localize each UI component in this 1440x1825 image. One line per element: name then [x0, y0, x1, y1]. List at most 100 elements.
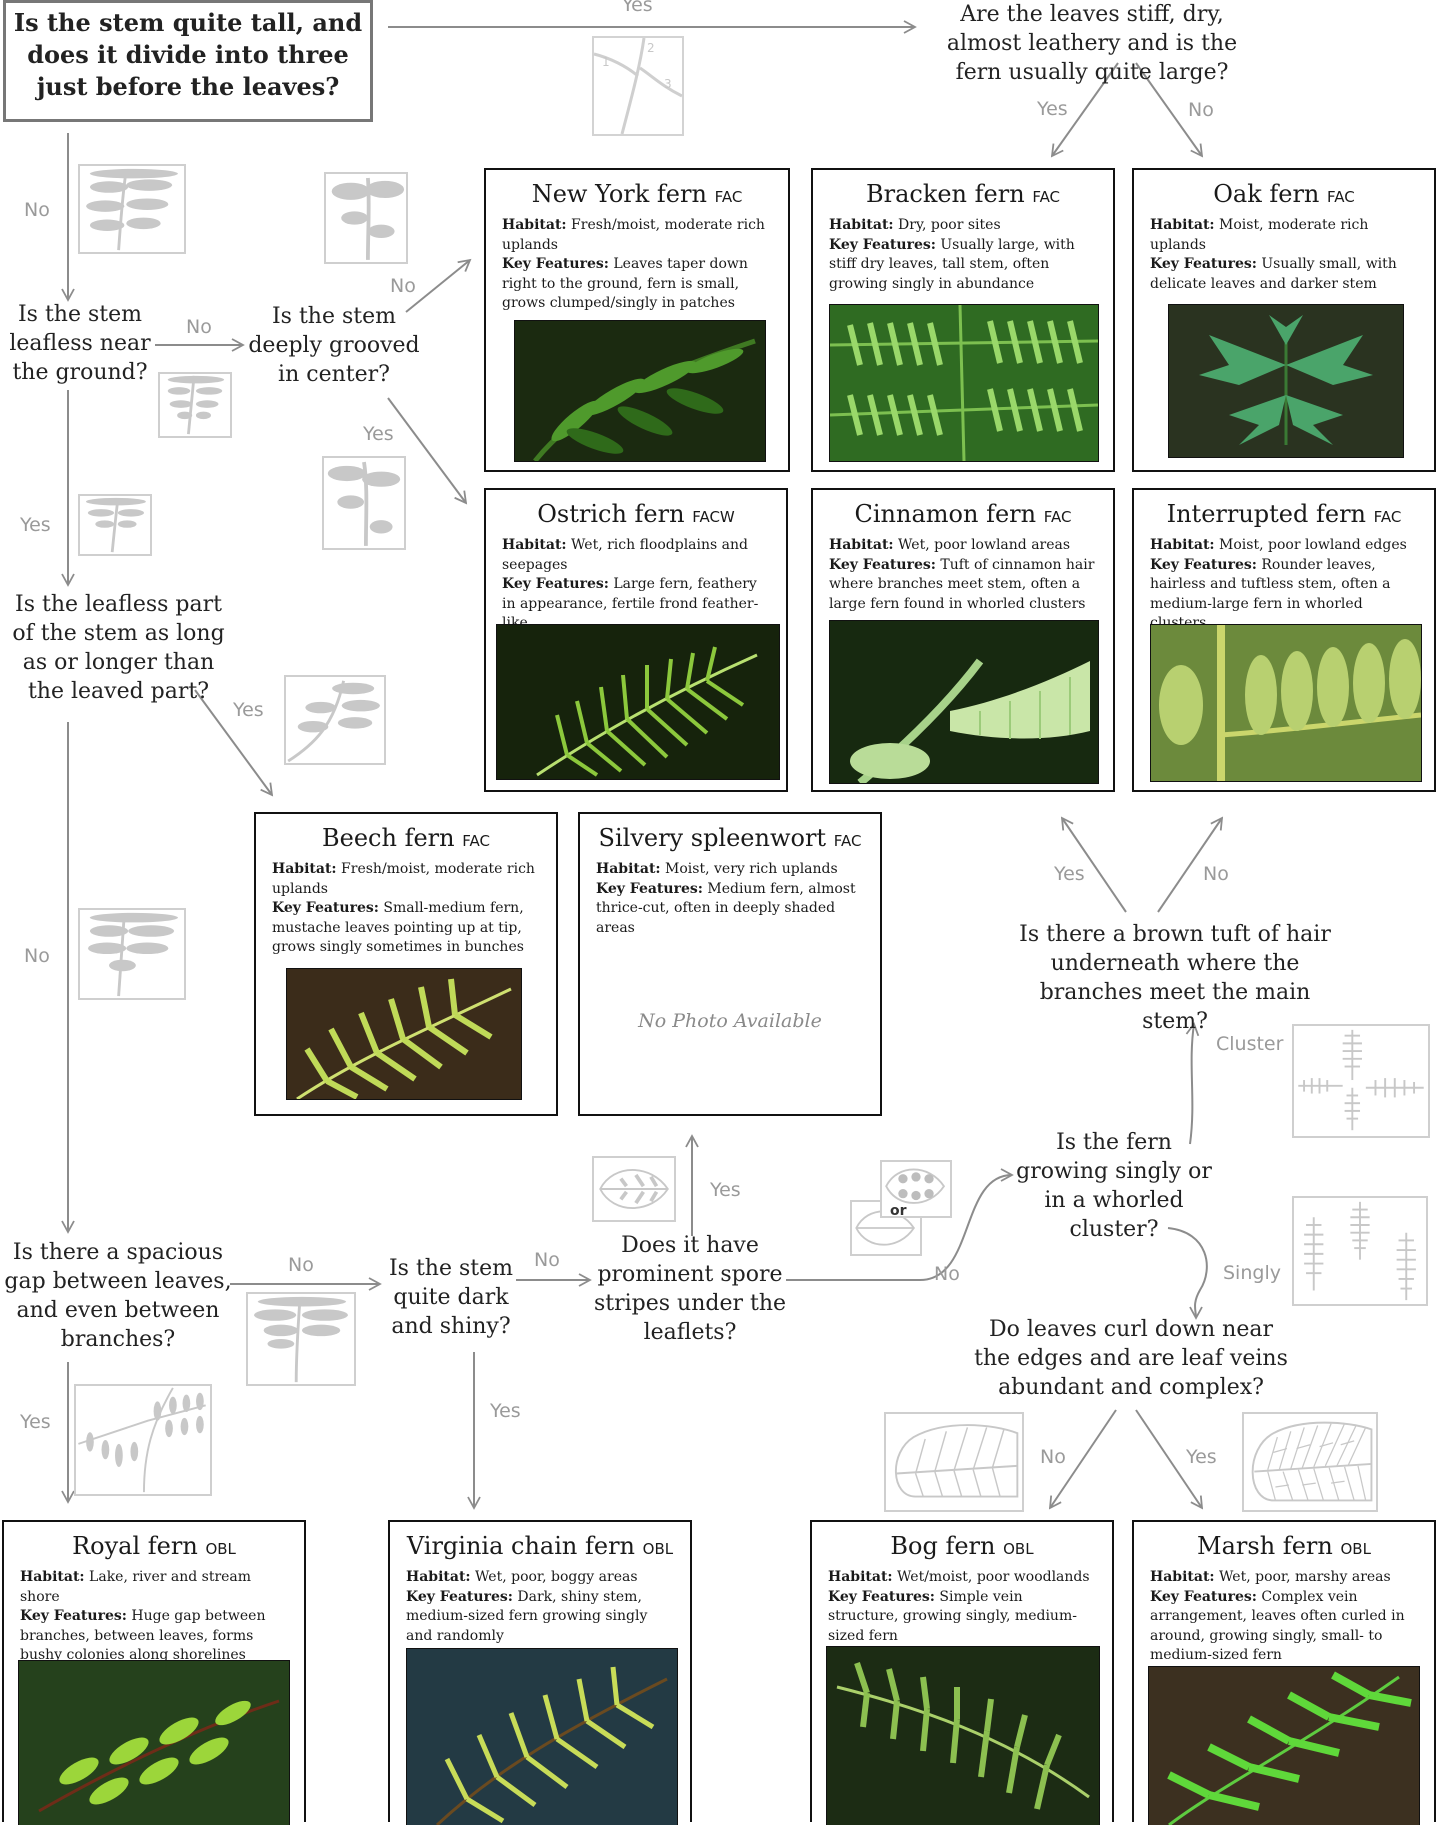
- features-label: Key Features:: [20, 1608, 127, 1624]
- features-text: Usually large, with stiff dry leaves, ta…: [829, 236, 1075, 292]
- wetland-status: OBL: [205, 1540, 236, 1558]
- fern-name: Silvery spleenwort: [598, 824, 827, 852]
- card-interrupted-fern: Interrupted fern FAC Habitat: Moist, poo…: [1132, 488, 1436, 792]
- label-q3-no: No: [186, 316, 212, 338]
- question-leafless-part-long: Is the leafless part of the stem as long…: [12, 592, 225, 704]
- fern-name: Bog fern: [890, 1532, 996, 1560]
- label-q9-singly: Singly: [1223, 1262, 1281, 1284]
- question-stem-leafless: Is the stem leafless near the ground?: [9, 302, 151, 385]
- fern-photo: [286, 968, 522, 1100]
- question-dark-shiny-stem: Is the stem quite dark and shiny?: [388, 1256, 513, 1339]
- card-bog-fern: Bog fern OBL Habitat: Wet/moist, poor wo…: [810, 1520, 1114, 1825]
- label-q11-yes: Yes: [1186, 1446, 1217, 1468]
- stem-branch-mark-3: 3: [664, 77, 672, 91]
- wetland-status: FAC: [462, 832, 490, 850]
- spore-stripes-icon: [592, 1156, 676, 1222]
- card-new-york-fern: New York fern FAC Habitat: Fresh/moist, …: [484, 168, 790, 472]
- arrow-q4-no: [405, 258, 472, 313]
- features-label: Key Features:: [829, 236, 936, 253]
- habitat-label: Habitat:: [502, 537, 567, 553]
- features-text: Leaves taper down right to the ground, f…: [502, 256, 748, 311]
- habitat-text: Fresh/moist, moderate rich uplands: [502, 217, 765, 253]
- habitat-label: Habitat:: [502, 217, 567, 233]
- habitat-text: Dry, poor sites: [898, 217, 1001, 233]
- habitat-text: Moist, very rich uplands: [665, 861, 838, 877]
- label-q9-cluster: Cluster: [1216, 1033, 1284, 1055]
- arrow-q2-yes: [1050, 62, 1119, 158]
- features-label: Key Features:: [272, 900, 379, 916]
- features-text: Small-medium fern, mustache leaves point…: [272, 900, 524, 955]
- habitat-text: Wet, poor, marshy areas: [1219, 1569, 1391, 1585]
- label-q6-yes: Yes: [20, 1411, 51, 1433]
- fern-name: Royal fern: [72, 1532, 198, 1560]
- fern-name: Virginia chain fern: [406, 1532, 636, 1560]
- features-label: Key Features:: [828, 1588, 935, 1605]
- wetland-status: FAC: [1043, 508, 1072, 526]
- arrow-q10-no: [1157, 816, 1224, 913]
- card-cinnamon-fern: Cinnamon fern FAC Habitat: Wet, poor low…: [811, 488, 1115, 792]
- card-ostrich-fern: Ostrich fern FACW Habitat: Wet, rich flo…: [484, 488, 788, 792]
- fern-name: Bracken fern: [865, 180, 1025, 208]
- question-brown-tuft: Is there a brown tuft of hair underneath…: [1019, 922, 1331, 1034]
- fern-photo: [826, 1646, 1100, 1825]
- label-q8-no: No: [934, 1263, 960, 1285]
- fern-name: Ostrich fern: [537, 500, 685, 528]
- label-q10-no: No: [1203, 863, 1229, 885]
- card-virginia-chain-fern: Virginia chain fern OBL Habitat: Wet, po…: [388, 1520, 692, 1825]
- habitat-label: Habitat:: [596, 861, 661, 877]
- spore-dots-icon: [880, 1160, 952, 1218]
- features-label: Key Features:: [502, 576, 609, 592]
- complex-veins-leaf-icon: [1242, 1412, 1378, 1512]
- label-q7-yes: Yes: [490, 1400, 521, 1422]
- features-label: Key Features:: [406, 1588, 513, 1605]
- arrow-q5-yes: [194, 689, 274, 797]
- no-photo-message: No Photo Available: [638, 1010, 822, 1032]
- label-q6-no: No: [288, 1254, 314, 1276]
- label-q3-yes: Yes: [20, 514, 51, 536]
- features-text: Tuft of cinnamon hair where branches mee…: [829, 556, 1095, 612]
- wetland-status: FAC: [1032, 188, 1061, 206]
- label-q4-yes: Yes: [363, 423, 394, 445]
- label-q5-yes: Yes: [233, 699, 264, 721]
- fern-photo: [1168, 304, 1404, 458]
- fern-photo: [514, 320, 766, 462]
- habitat-label: Habitat:: [829, 537, 894, 553]
- habitat-text: Wet, poor, boggy areas: [475, 1569, 638, 1585]
- features-text: Dark, shiny stem, medium-sized fern grow…: [406, 1588, 648, 1644]
- leafy-stem-icon: [78, 164, 186, 254]
- habitat-text: Wet/moist, poor woodlands: [897, 1569, 1090, 1585]
- fern-photo: [829, 620, 1099, 784]
- habitat-label: Habitat:: [406, 1569, 471, 1585]
- arrow-q11-no: [1048, 1409, 1117, 1510]
- fern-photo: [1150, 624, 1422, 782]
- habitat-text: Lake, river and stream shore: [20, 1569, 252, 1605]
- spaced-leaflets-icon: [74, 1384, 212, 1496]
- card-silvery-spleenwort: Silvery spleenwort FAC Habitat: Moist, v…: [578, 812, 882, 1116]
- habitat-label: Habitat:: [828, 1569, 893, 1585]
- gap-stem-icon: [78, 908, 186, 1000]
- arrow-q9-cluster: [1185, 1022, 1200, 1145]
- question-stem-grooved: Is the stem deeply grooved in center?: [248, 304, 420, 387]
- label-q7-no: No: [534, 1249, 560, 1271]
- wetland-status: OBL: [642, 1540, 674, 1558]
- stem-branch-mark-2: 2: [647, 41, 655, 55]
- fern-photo: [829, 304, 1099, 462]
- features-label: Key Features:: [502, 256, 609, 272]
- habitat-text: Fresh/moist, moderate rich uplands: [272, 861, 535, 897]
- habitat-text: Moist, moderate rich uplands: [1150, 217, 1369, 253]
- features-label: Key Features:: [1150, 256, 1257, 272]
- question-spacious-gap: Is there a spacious gap between leaves, …: [4, 1240, 232, 1352]
- features-text: Simple vein structure, growing singly, m…: [828, 1588, 1077, 1644]
- wetland-status: FACW: [692, 508, 735, 526]
- question-curled-leaves: Do leaves curl down near the edges and a…: [974, 1317, 1288, 1400]
- arrow-q8-no: [786, 1168, 1014, 1281]
- features-text: Usually small, with delicate leaves and …: [1150, 256, 1397, 292]
- habitat-label: Habitat:: [829, 217, 894, 233]
- habitat-text: Wet, poor lowland areas: [898, 537, 1071, 553]
- grooved-stem-icon: [324, 172, 408, 264]
- wetland-status: FAC: [1327, 188, 1355, 206]
- arrow-q11-yes: [1135, 1409, 1204, 1510]
- simple-veins-leaf-icon: [884, 1412, 1024, 1512]
- arrow-q10-yes: [1060, 816, 1127, 913]
